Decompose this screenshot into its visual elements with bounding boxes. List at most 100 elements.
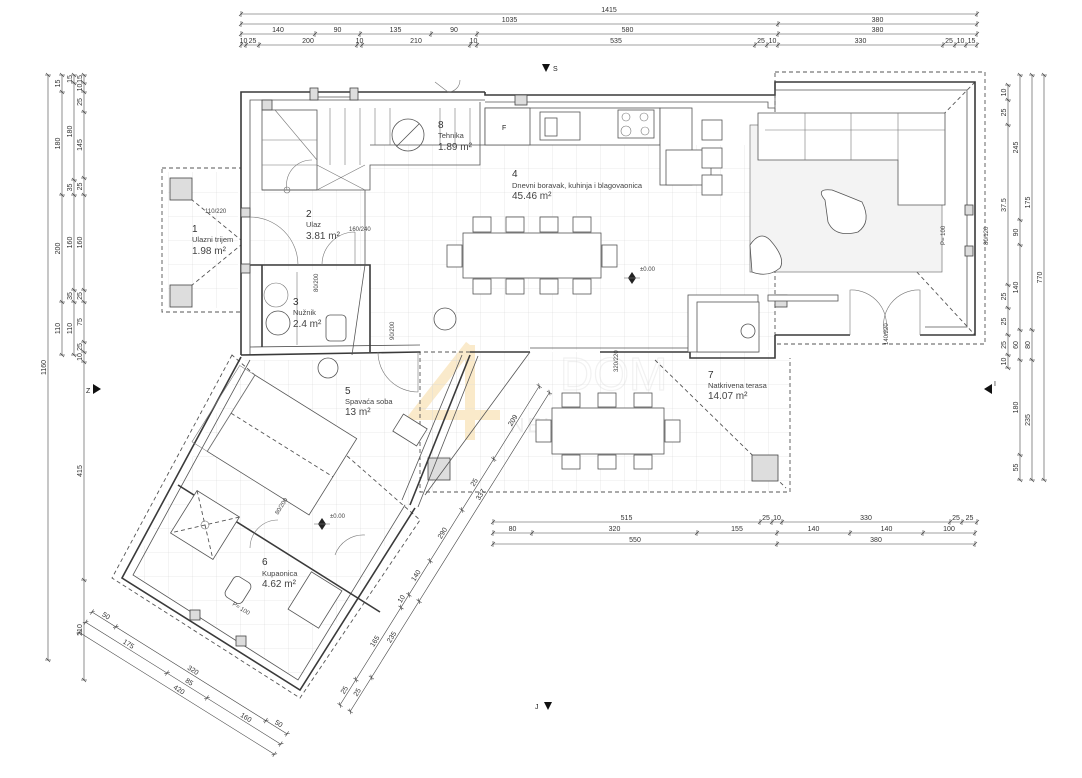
bed [191,365,358,516]
dimension-value: 15 [55,80,62,88]
svg-text:13 m²: 13 m² [345,407,371,418]
dimension-value: 25 [77,98,84,106]
dimension-value: 200 [302,38,314,45]
dimension-value: 235 [1025,414,1032,426]
dimension-value: 245 [1013,142,1020,154]
dining-table [446,216,618,295]
dimension-value: 320 [609,526,621,533]
dimension-value: 515 [621,515,633,522]
cooktop [617,109,655,139]
svg-text:Ulazni trijem: Ulazni trijem [192,235,233,244]
dimension-value: 25 [945,38,953,45]
svg-text:110/220: 110/220 [205,209,227,215]
svg-text:±0.00: ±0.00 [640,267,656,273]
dimension-value: 25 [1001,109,1008,117]
bedroom-wing [111,264,531,699]
svg-text:3.81 m²: 3.81 m² [306,231,341,242]
dimension-value: 90 [450,27,458,34]
staircase [261,87,471,194]
svg-text:Z: Z [86,388,91,395]
svg-text:320/220: 320/220 [614,350,620,372]
svg-text:Nužnik: Nužnik [293,308,316,317]
dimension-chain-left: 1160 [41,72,51,663]
dimension-value: 25 [353,687,363,697]
dimension-chain-top: 1415 [238,7,980,17]
fridge-label: F [502,125,506,132]
dimension-value: 160 [77,237,84,249]
dimension-value: 770 [1037,272,1044,284]
dimension-value: 380 [872,27,884,34]
terrace-table [535,392,681,470]
dimension-value: 415 [77,465,84,477]
kitchen: F [484,107,723,196]
level-mark: ±0.00 [624,267,656,284]
dimension-value: 15 [77,75,84,83]
svg-text:2: 2 [306,209,312,220]
dimension-value: 10 [773,515,781,522]
dimension-value: 580 [622,27,634,34]
svg-text:80/200: 80/200 [314,273,320,292]
dimension-value: 145 [77,139,84,151]
dimension-value: 180 [55,138,62,150]
dimension-value: 10 [1001,89,1008,97]
dimension-value: 85 [184,678,194,688]
dimension-value: 90 [334,27,342,34]
section-marker-east: I [984,381,996,394]
dimension-value: 25 [77,343,84,351]
dimension-value: 140 [808,526,820,533]
dimension-value: 175 [1025,197,1032,209]
dimension-value: 25 [762,515,770,522]
dimension-value: 35 [67,292,74,300]
svg-text:1.89 m²: 1.89 m² [438,142,473,153]
svg-text:Tehnika: Tehnika [438,131,465,140]
dimension-value: 15 [67,75,74,83]
dimension-chain-wing-bottom: 420 [76,629,278,757]
dimension-value: 25 [952,515,960,522]
dimension-value: 140 [881,526,893,533]
dimension-value: 10 [77,84,84,92]
walls [240,81,976,359]
svg-text:1: 1 [192,224,198,235]
svg-text:1.98 m²: 1.98 m² [192,246,227,257]
dimension-value: 25 [1001,318,1008,326]
dimension-value: 1415 [601,7,617,14]
svg-text:S: S [553,66,558,73]
dimension-value: 10 [769,38,777,45]
dimension-value: 25 [470,477,480,487]
dimension-value: 25 [1001,341,1008,349]
dimension-value: 90 [1013,229,1020,237]
dimension-value: 75 [77,318,84,326]
dimension-value: 50 [273,719,283,729]
dimension-value: 135 [390,27,402,34]
plant [317,357,339,379]
dimension-value: 1160 [41,360,48,375]
dimension-value: 50 [101,611,111,621]
dimension-value: 210 [410,38,422,45]
svg-text:140/220: 140/220 [884,323,890,345]
dimension-value: 100 [943,526,955,533]
wc-fixtures [263,272,347,345]
svg-text:4: 4 [512,169,518,180]
svg-text:Spavaća soba: Spavaća soba [345,397,393,406]
dimension-value: 25 [1001,293,1008,301]
dimension-value: 10 [397,594,407,604]
svg-text:Natkrivena terasa: Natkrivena terasa [708,381,768,390]
dimension-value: 25 [757,38,765,45]
plant [433,307,457,331]
svg-text:3: 3 [293,297,299,308]
roof-hatch [434,79,461,93]
